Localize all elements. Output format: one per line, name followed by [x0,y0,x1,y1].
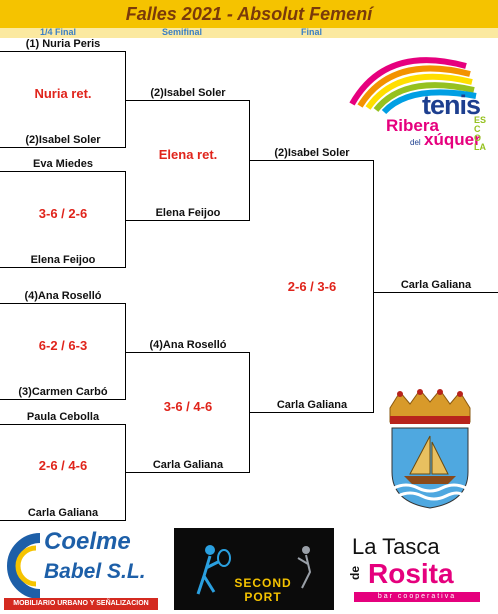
qf3-bottom-player: (3)Carmen Carbó [18,386,108,398]
round-label-quarter: 1/4 Final [40,27,77,37]
qf4-bottom-player: Carla Galiana [27,507,99,519]
final-score: 2-6 / 3-6 [287,279,337,294]
coelme-tagline: MOBILIARIO URBANO Y SEÑALIZACION [4,598,158,610]
sf2-top-player: (4)Ana Roselló [149,339,227,351]
la-tasca-word: La Tasca [352,534,440,559]
sf1-score: Elena ret. [158,147,218,162]
qf2-score: 3-6 / 2-6 [38,206,88,221]
second-port-logo: SECOND PORT [174,528,334,610]
rosita-word: Rosita [368,558,454,589]
title-bar: Falles 2021 - Absolut Femení [0,0,498,28]
coelme-babel-logo: Coelme Babel S.L. MOBILIARIO URBANO Y SE… [4,526,160,612]
de-word: de [348,565,363,581]
sf1-top-player: (2)Isabel Soler [150,87,226,99]
tenis-word: tenis [422,90,481,120]
sf1-bottom-player: Elena Feijoo [155,207,221,219]
sf2-bottom-player: Carla Galiana [152,459,224,471]
port-word: PORT [244,590,282,604]
qf2-bottom-player: Elena Feijoo [30,254,96,266]
coelme-c-icon [7,533,41,599]
second-word: SECOND [234,576,292,590]
coat-of-arms-icon [386,388,474,510]
del-word: del [410,138,421,147]
qf1-score: Nuria ret. [34,86,92,101]
sf2-score: 3-6 / 4-6 [163,399,213,414]
ribera-word: Ribera [386,116,439,135]
tenis-ribera-logo: tenis Ribera del xúquer ESCOLA [346,44,492,154]
page-title: Falles 2021 - Absolut Femení [125,3,373,24]
round-label-final: Final [301,27,323,37]
round-label-semi: Semifinal [162,27,203,37]
padel-player-icon [196,545,312,595]
coelme-word: Coelme [44,528,131,555]
qf3-score: 6-2 / 6-3 [38,338,88,353]
qf1-bottom-player: (2)Isabel Soler [25,134,101,146]
final-bottom-player: Carla Galiana [276,399,348,411]
qf3-top-player: (4)Ana Roselló [24,290,102,302]
xuquer-word: xúquer [424,130,481,149]
champion-player: Carla Galiana [400,279,472,291]
la-tasca-de-rosita-logo: La Tasca de Rosita bar cooperativa [344,532,494,606]
qf2-top-player: Eva Miedes [33,158,93,170]
escola-word: ESCOLA [474,115,487,152]
rainbow-arcs-icon [349,57,477,115]
babel-word: Babel S.L. [44,560,146,583]
qf1-top-player: (1) Nuria Peris [25,38,101,50]
qf4-top-player: Paula Cebolla [26,411,100,423]
qf4-score: 2-6 / 4-6 [38,458,88,473]
final-top-player: (2)Isabel Soler [274,147,350,159]
round-header-bar [0,28,498,38]
tasca-tagline: bar cooperativa [354,592,480,602]
